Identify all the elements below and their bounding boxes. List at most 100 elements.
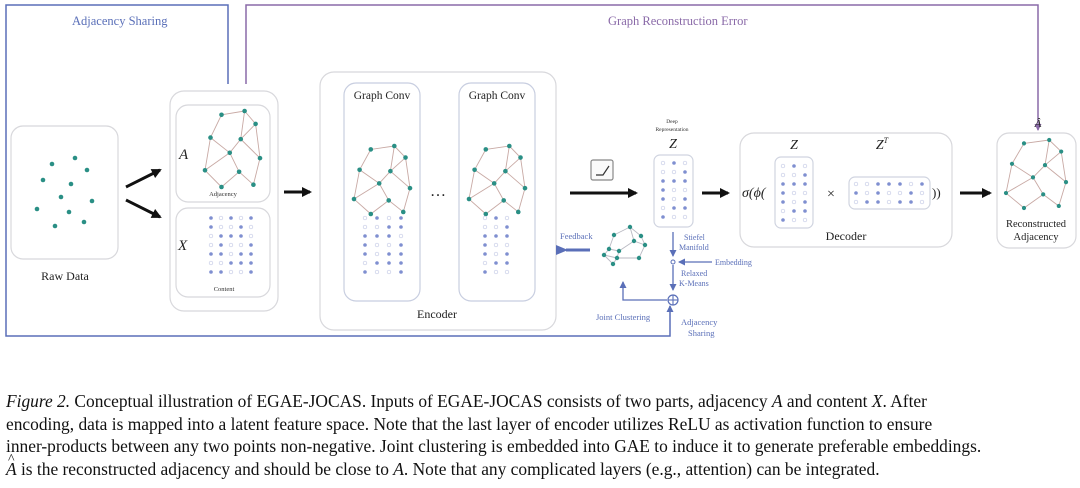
matrix-cell xyxy=(876,191,880,195)
matrix-cell xyxy=(671,214,677,220)
caption-line-2: encoding, data is mapped into a latent f… xyxy=(6,413,933,434)
decoder-label: Decoder xyxy=(826,229,867,243)
graph-node xyxy=(522,185,528,191)
matrix-cell xyxy=(363,252,367,256)
graph-edge xyxy=(504,145,510,172)
graph-edge xyxy=(493,170,506,184)
graph-node xyxy=(1021,205,1027,211)
graph-edge xyxy=(517,188,526,213)
matrix-cell xyxy=(218,260,224,266)
decoder-z-symbol: Z xyxy=(790,138,798,153)
reconstructed-adjacency-panel: Â Reconstructed Adjacency xyxy=(996,118,1077,249)
matrix-cell xyxy=(803,182,807,186)
matrix-cell xyxy=(238,242,244,248)
graph-node xyxy=(1047,137,1052,143)
matrix-cell xyxy=(387,234,391,238)
graph-edge xyxy=(204,152,231,171)
matrix-cell xyxy=(399,261,403,265)
matrix-cell xyxy=(865,200,869,204)
matrix-cell xyxy=(249,252,253,256)
graph-edge xyxy=(474,149,487,171)
matrix-cell xyxy=(218,215,224,221)
matrix-cell xyxy=(399,216,403,220)
graph-node xyxy=(253,121,258,127)
matrix-cell xyxy=(494,261,498,265)
embedding-label: Embedding xyxy=(715,258,752,267)
matrix-cell xyxy=(387,225,391,229)
matrix-cell xyxy=(908,181,914,187)
graph-reconstruction-error-loop xyxy=(245,4,1042,131)
decoder-panel: Z ZT σ(ϕ( × )) Decoder xyxy=(739,132,953,248)
matrix-cell xyxy=(886,199,892,205)
graph-edge xyxy=(1060,151,1067,183)
graph-node xyxy=(614,255,620,261)
adjacency-symbol: A xyxy=(178,147,189,163)
adjacency-sharing-bottom-1: Adjacency xyxy=(681,317,718,327)
graph-node xyxy=(1056,203,1061,209)
matrix-cell xyxy=(780,172,786,178)
graph-node xyxy=(1063,180,1069,185)
graph-conv-1-matrix xyxy=(362,215,404,275)
graph-node xyxy=(503,168,508,174)
matrix-cell xyxy=(660,205,666,211)
content-caption: Content xyxy=(214,286,235,293)
matrix-cell xyxy=(919,190,925,196)
graph-node xyxy=(472,167,477,173)
graph-edge xyxy=(1058,182,1067,207)
matrix-cell xyxy=(791,190,797,196)
matrix-cell xyxy=(671,187,677,193)
matrix-cell xyxy=(398,233,404,239)
matrix-cell xyxy=(504,269,510,275)
matrix-cell xyxy=(249,243,253,247)
graph-edge xyxy=(390,157,406,172)
matrix-cell xyxy=(494,216,498,220)
matrix-cell xyxy=(672,179,676,183)
graph-edge xyxy=(378,170,391,184)
graph-edge xyxy=(221,110,245,116)
graph-node xyxy=(227,150,233,156)
matrix-cell xyxy=(399,243,403,247)
graph-edge xyxy=(493,183,505,201)
matrix-cell xyxy=(374,224,380,230)
matrix-cell xyxy=(682,214,688,220)
matrix-cell xyxy=(374,251,380,257)
matrix-cell xyxy=(683,170,687,174)
graph-node xyxy=(601,252,607,258)
matrix-cell xyxy=(672,161,676,165)
matrix-cell xyxy=(682,160,688,166)
matrix-cell xyxy=(505,234,509,238)
matrix-cell xyxy=(504,242,510,248)
matrix-cell xyxy=(494,234,498,238)
graph-edge xyxy=(402,188,411,213)
reconstructed-label-1: Reconstructed xyxy=(1006,219,1067,230)
relaxed-kmeans-label-1: Relaxed xyxy=(681,269,707,278)
graph-node xyxy=(400,209,406,215)
matrix-cell xyxy=(483,252,487,256)
graph-edge xyxy=(405,157,411,189)
graph-node xyxy=(251,182,256,188)
graph-node xyxy=(238,136,244,142)
matrix-cell xyxy=(661,197,665,201)
matrix-cell xyxy=(854,191,858,195)
matrix-cell xyxy=(362,224,368,230)
matrix-cell xyxy=(482,215,488,221)
graph-node xyxy=(606,246,612,252)
data-point xyxy=(84,167,90,173)
figure-caption: Figure 2. Conceptual illustration of EGA… xyxy=(6,390,1076,480)
matrix-cell xyxy=(374,242,380,248)
graph-node xyxy=(518,155,523,160)
graph-edge xyxy=(370,145,395,150)
matrix-cell xyxy=(671,196,677,202)
caption-line-3: inner-products between any two points no… xyxy=(6,436,982,456)
decoder-formula-suffix: )) xyxy=(932,185,941,200)
representation-symbol: Z xyxy=(669,137,677,152)
graph-edge xyxy=(505,157,521,172)
graph-edge xyxy=(252,158,261,185)
graph-edge xyxy=(353,169,361,200)
graph-edge xyxy=(1032,164,1046,178)
matrix-cell xyxy=(375,216,379,220)
matrix-cell xyxy=(909,200,913,204)
graph-edge xyxy=(1005,163,1013,194)
graph-edge xyxy=(1044,151,1062,166)
matrix-cell xyxy=(208,242,214,248)
